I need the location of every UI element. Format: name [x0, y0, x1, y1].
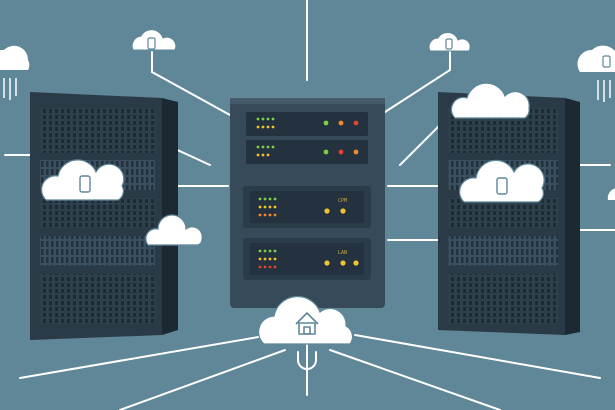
cloud-icon: [577, 45, 615, 72]
phone-icon: [445, 38, 453, 50]
rain-lines: [597, 80, 611, 102]
rain-lines: [3, 78, 17, 100]
cloud-icon: [257, 296, 354, 345]
rack-unit-2: [246, 140, 368, 164]
left-server-tower: [30, 92, 178, 340]
phone-icon: [602, 55, 611, 68]
phone-icon: [147, 37, 156, 50]
rack-unit-3: CPM: [243, 186, 371, 228]
cloud-icon: [607, 188, 615, 200]
phone-icon: [496, 177, 508, 195]
home-icon: [295, 312, 319, 335]
cloud-icon: [458, 159, 545, 203]
rack-unit-3-label: CPM: [338, 198, 347, 204]
cloud-icon: [450, 82, 530, 119]
central-rack: CPM LAN: [230, 98, 385, 308]
cloud-icon: [145, 214, 203, 246]
cloud-icon: [0, 45, 30, 70]
rack-unit-4-label: LAN: [338, 250, 347, 256]
rack-unit-1: [246, 112, 368, 136]
plug-icon: [297, 349, 317, 370]
cloud-icon: [40, 159, 125, 201]
cloud-icon: [428, 32, 471, 52]
cloud-icon: [131, 29, 177, 51]
right-server-tower: [438, 92, 580, 335]
phone-icon: [79, 175, 91, 193]
rack-unit-4: LAN: [243, 238, 371, 280]
